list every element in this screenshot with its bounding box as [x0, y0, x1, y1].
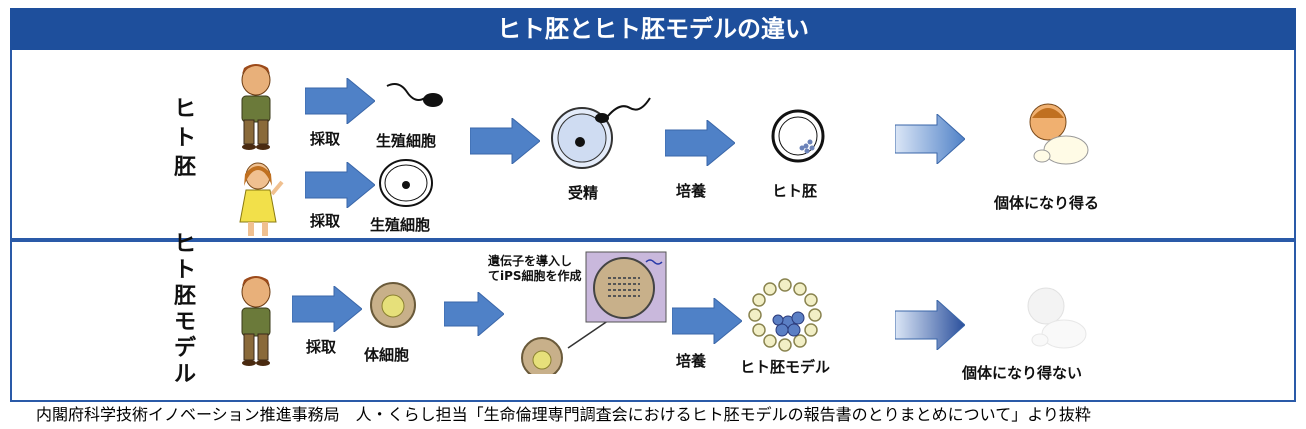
ips-note: 遺伝子を導入してiPS細胞を作成	[488, 254, 582, 283]
culture-label-bottom: 培養	[676, 352, 707, 370]
outcome-label-top: 個体になり得る	[994, 194, 1100, 212]
embryo-model-label: ヒト胚モデル	[740, 358, 831, 376]
embryo-label: ヒト胚	[772, 182, 818, 200]
fertilization-label: 受精	[568, 184, 599, 202]
row-label-char: ヒ	[173, 97, 196, 122]
row-label-char: ト	[173, 126, 196, 151]
somatic-cell-icon	[370, 282, 416, 328]
row-label-char: モ	[173, 310, 196, 335]
ips-cell-zoom-icon	[521, 251, 667, 374]
row-label-char: ル	[173, 362, 196, 387]
diagram-title: ヒト胚とヒト胚モデルの違い	[10, 8, 1296, 50]
fertilized-egg-icon	[551, 97, 651, 169]
collect-arrow-1	[305, 78, 375, 124]
collect-label-bottom: 採取	[306, 338, 337, 356]
outcome-arrow-top	[895, 114, 965, 164]
source-footer: 内閣府科学技術イノベーション推進事務局 人・くらし担当「生命倫理専門調査会におけ…	[36, 405, 1091, 424]
culture-arrow-top	[665, 120, 735, 166]
germ-cell-label-1: 生殖細胞	[376, 132, 437, 150]
row-label-char: 胚	[173, 155, 196, 180]
collect-arrow-2	[305, 162, 375, 208]
row-label-human-embryo-model: ヒ ト 胚 モ デ ル	[170, 232, 200, 388]
boy-figure-icon-2	[241, 276, 271, 366]
gene-transfer-arrow	[444, 292, 504, 336]
fertilization-arrow	[470, 118, 540, 164]
sperm-icon	[386, 83, 443, 107]
baby-icon	[1029, 103, 1089, 165]
row-label-char: ヒ	[173, 232, 196, 257]
outcome-label-bottom: 個体になり得ない	[962, 364, 1083, 382]
culture-label-top: 培養	[676, 182, 707, 200]
germ-cell-label-2: 生殖細胞	[370, 216, 431, 234]
human-embryo-icon	[771, 109, 825, 163]
collect-label-2: 採取	[310, 212, 341, 230]
row-label-char: デ	[173, 336, 196, 361]
row-label-human-embryo: ヒ ト 胚	[170, 95, 200, 182]
somatic-cell-label: 体細胞	[364, 346, 410, 364]
collect-label-1: 採取	[310, 130, 341, 148]
outcome-arrow-bottom	[895, 300, 965, 350]
row-label-char: 胚	[173, 284, 196, 309]
boy-figure-icon	[241, 64, 271, 150]
egg-cell-icon	[379, 159, 433, 207]
collect-arrow-bottom	[292, 286, 362, 332]
row-label-char: ト	[173, 258, 196, 283]
culture-arrow-bottom	[672, 298, 742, 344]
embryo-model-icon	[748, 278, 822, 352]
faded-baby-icon	[1027, 287, 1087, 349]
girl-figure-icon	[239, 162, 284, 236]
